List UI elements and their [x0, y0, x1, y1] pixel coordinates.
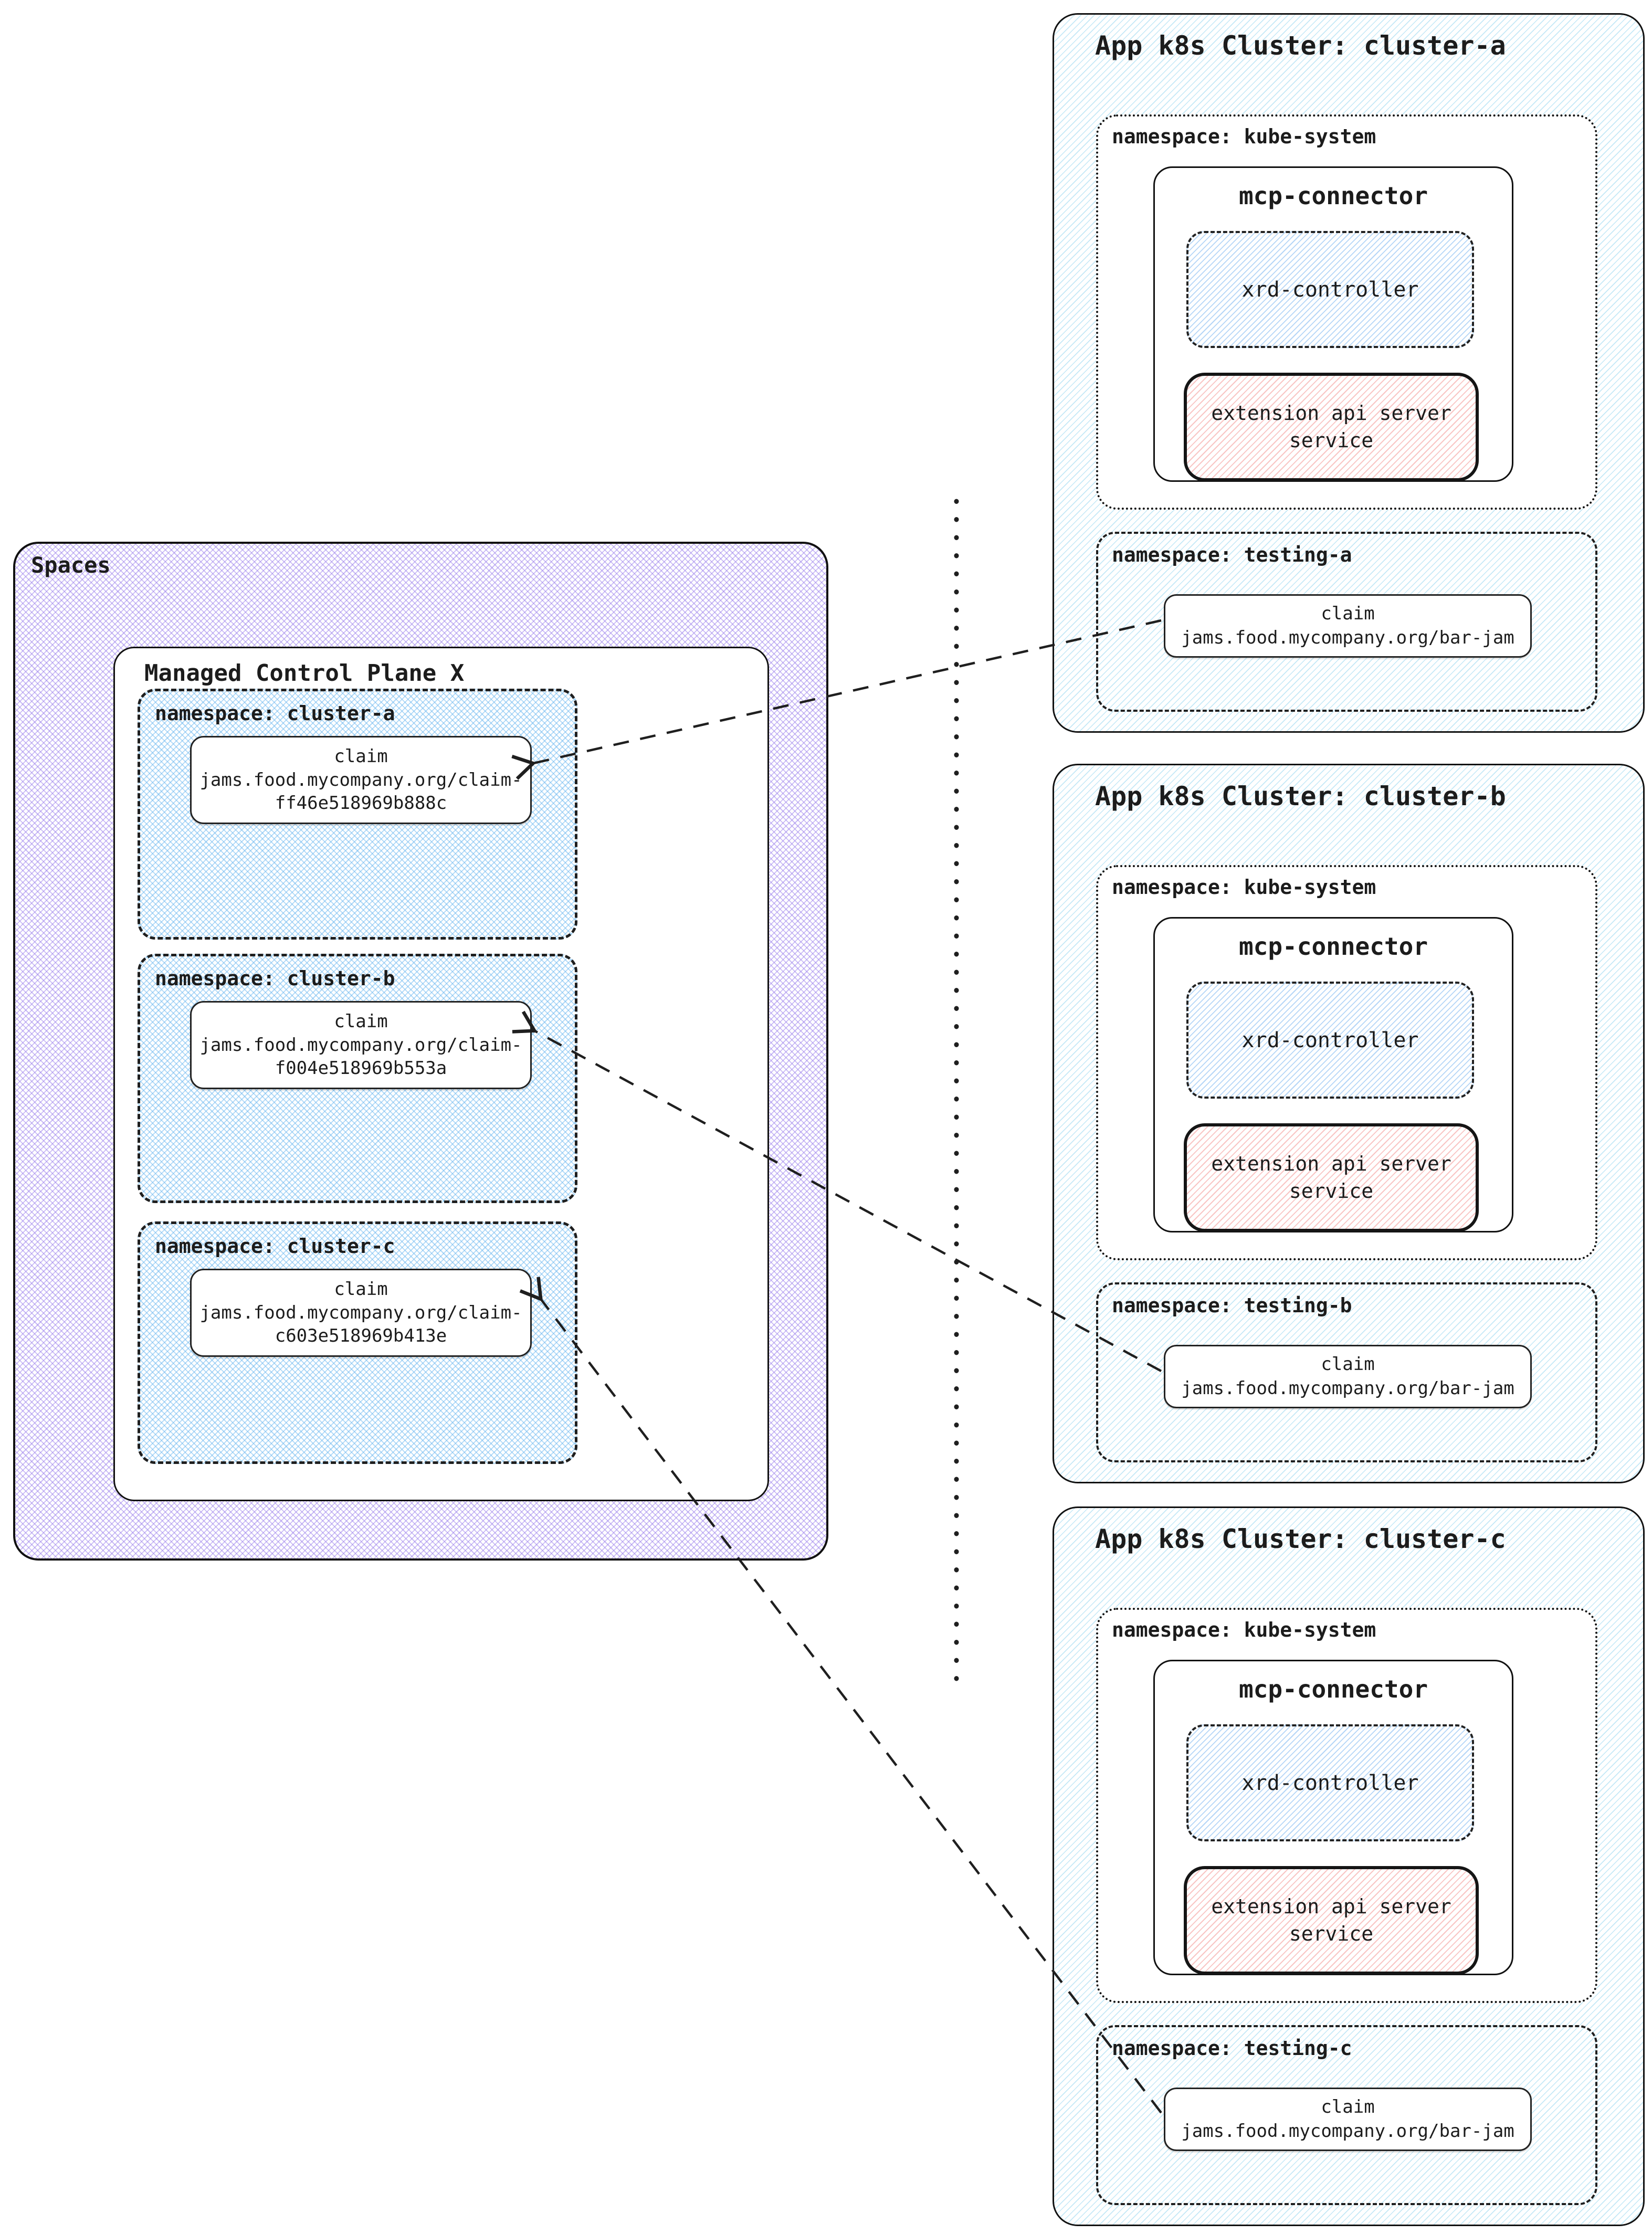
claim-title: claim	[334, 1010, 388, 1032]
app-cluster-box: App k8s Cluster: cluster-a namespace: ku…	[1053, 13, 1645, 733]
claim-title: claim	[1321, 603, 1375, 624]
claim-box: claim jams.food.mycompany.org/claim- c60…	[190, 1269, 532, 1357]
claim-box: claim jams.food.mycompany.org/bar-jam	[1164, 594, 1532, 658]
xrd-controller-box: xrd-controller	[1186, 1724, 1474, 1841]
xrd-controller-box: xrd-controller	[1186, 982, 1474, 1099]
extension-api-server-label-line1: extension api server	[1211, 1152, 1451, 1176]
claim-name-line1: jams.food.mycompany.org/claim-	[199, 1034, 522, 1056]
namespace-label: namespace: cluster-c	[155, 1235, 395, 1258]
mcp-connector-label: mcp-connector	[1238, 932, 1428, 961]
testing-namespace-label: namespace: testing-c	[1112, 2037, 1352, 2060]
testing-namespace-box: namespace: testing-c claim jams.food.myc…	[1096, 2025, 1597, 2205]
namespace-label: namespace: cluster-a	[155, 702, 395, 725]
mcp-connector-box: mcp-connector xrd-controller extension a…	[1153, 917, 1513, 1232]
app-cluster-title: App k8s Cluster: cluster-b	[1095, 781, 1506, 812]
testing-namespace-label: namespace: testing-b	[1112, 1294, 1352, 1317]
claim-title: claim	[334, 1278, 388, 1300]
xrd-controller-label: xrd-controller	[1241, 1771, 1419, 1795]
kube-system-namespace-box: namespace: kube-system mcp-connector xrd…	[1096, 114, 1597, 510]
spaces-box: Spaces Managed Control Plane X namespace…	[13, 542, 828, 1561]
kube-system-namespace-label: namespace: kube-system	[1112, 1618, 1376, 1641]
namespace-label: namespace: cluster-b	[155, 967, 395, 990]
claim-name: jams.food.mycompany.org/bar-jam	[1181, 2120, 1514, 2142]
xrd-controller-label: xrd-controller	[1241, 1028, 1419, 1052]
claim-title: claim	[1321, 2096, 1375, 2117]
managed-control-plane-box: Managed Control Plane X namespace: clust…	[113, 647, 769, 1501]
app-cluster-title: App k8s Cluster: cluster-a	[1095, 30, 1506, 61]
app-cluster-box: App k8s Cluster: cluster-b namespace: ku…	[1053, 764, 1645, 1483]
extension-api-server-box: extension api server service	[1184, 373, 1479, 481]
extension-api-server-box: extension api server service	[1184, 1123, 1479, 1232]
xrd-controller-label: xrd-controller	[1241, 277, 1419, 302]
control-plane-namespace-box: namespace: cluster-a claim jams.food.myc…	[138, 689, 577, 940]
testing-namespace-box: namespace: testing-b claim jams.food.myc…	[1096, 1282, 1597, 1462]
claim-title: claim	[1321, 1353, 1375, 1375]
mcp-connector-box: mcp-connector xrd-controller extension a…	[1153, 166, 1513, 482]
mcp-connector-label: mcp-connector	[1238, 1675, 1428, 1703]
kube-system-namespace-label: namespace: kube-system	[1112, 876, 1376, 899]
managed-control-plane-label: Managed Control Plane X	[144, 660, 465, 687]
claim-title: claim	[334, 745, 388, 767]
claim-name: jams.food.mycompany.org/bar-jam	[1181, 1377, 1514, 1399]
extension-api-server-label-line2: service	[1289, 1922, 1374, 1945]
extension-api-server-label-line1: extension api server	[1211, 402, 1451, 425]
claim-name-line2: f004e518969b553a	[275, 1058, 447, 1079]
extension-api-server-label-line2: service	[1289, 1179, 1374, 1203]
control-plane-namespace-box: namespace: cluster-c claim jams.food.myc…	[138, 1221, 577, 1464]
claim-name-line2: c603e518969b413e	[275, 1325, 447, 1347]
extension-api-server-box: extension api server service	[1184, 1866, 1479, 1975]
claim-name-line1: jams.food.mycompany.org/claim-	[199, 1302, 522, 1323]
xrd-controller-box: xrd-controller	[1186, 231, 1474, 348]
mcp-connector-label: mcp-connector	[1238, 182, 1428, 210]
kube-system-namespace-label: namespace: kube-system	[1112, 125, 1376, 148]
claim-box: claim jams.food.mycompany.org/claim- ff4…	[190, 736, 532, 824]
testing-namespace-label: namespace: testing-a	[1112, 543, 1352, 566]
spaces-label: Spaces	[31, 552, 111, 578]
kube-system-namespace-box: namespace: kube-system mcp-connector xrd…	[1096, 865, 1597, 1260]
claim-name-line1: jams.food.mycompany.org/claim-	[199, 769, 522, 791]
claim-box: claim jams.food.mycompany.org/bar-jam	[1164, 2088, 1532, 2151]
extension-api-server-label-line2: service	[1289, 428, 1374, 452]
mcp-connector-box: mcp-connector xrd-controller extension a…	[1153, 1660, 1513, 1975]
app-cluster-title: App k8s Cluster: cluster-c	[1095, 1524, 1506, 1554]
kube-system-namespace-box: namespace: kube-system mcp-connector xrd…	[1096, 1608, 1597, 2003]
testing-namespace-box: namespace: testing-a claim jams.food.myc…	[1096, 532, 1597, 712]
claim-box: claim jams.food.mycompany.org/claim- f00…	[190, 1001, 532, 1089]
control-plane-namespace-box: namespace: cluster-b claim jams.food.myc…	[138, 954, 577, 1203]
claim-box: claim jams.food.mycompany.org/bar-jam	[1164, 1345, 1532, 1408]
claim-name-line2: ff46e518969b888c	[275, 793, 447, 814]
extension-api-server-label-line1: extension api server	[1211, 1895, 1451, 1919]
app-cluster-box: App k8s Cluster: cluster-c namespace: ku…	[1053, 1506, 1645, 2226]
claim-name: jams.food.mycompany.org/bar-jam	[1181, 627, 1514, 648]
